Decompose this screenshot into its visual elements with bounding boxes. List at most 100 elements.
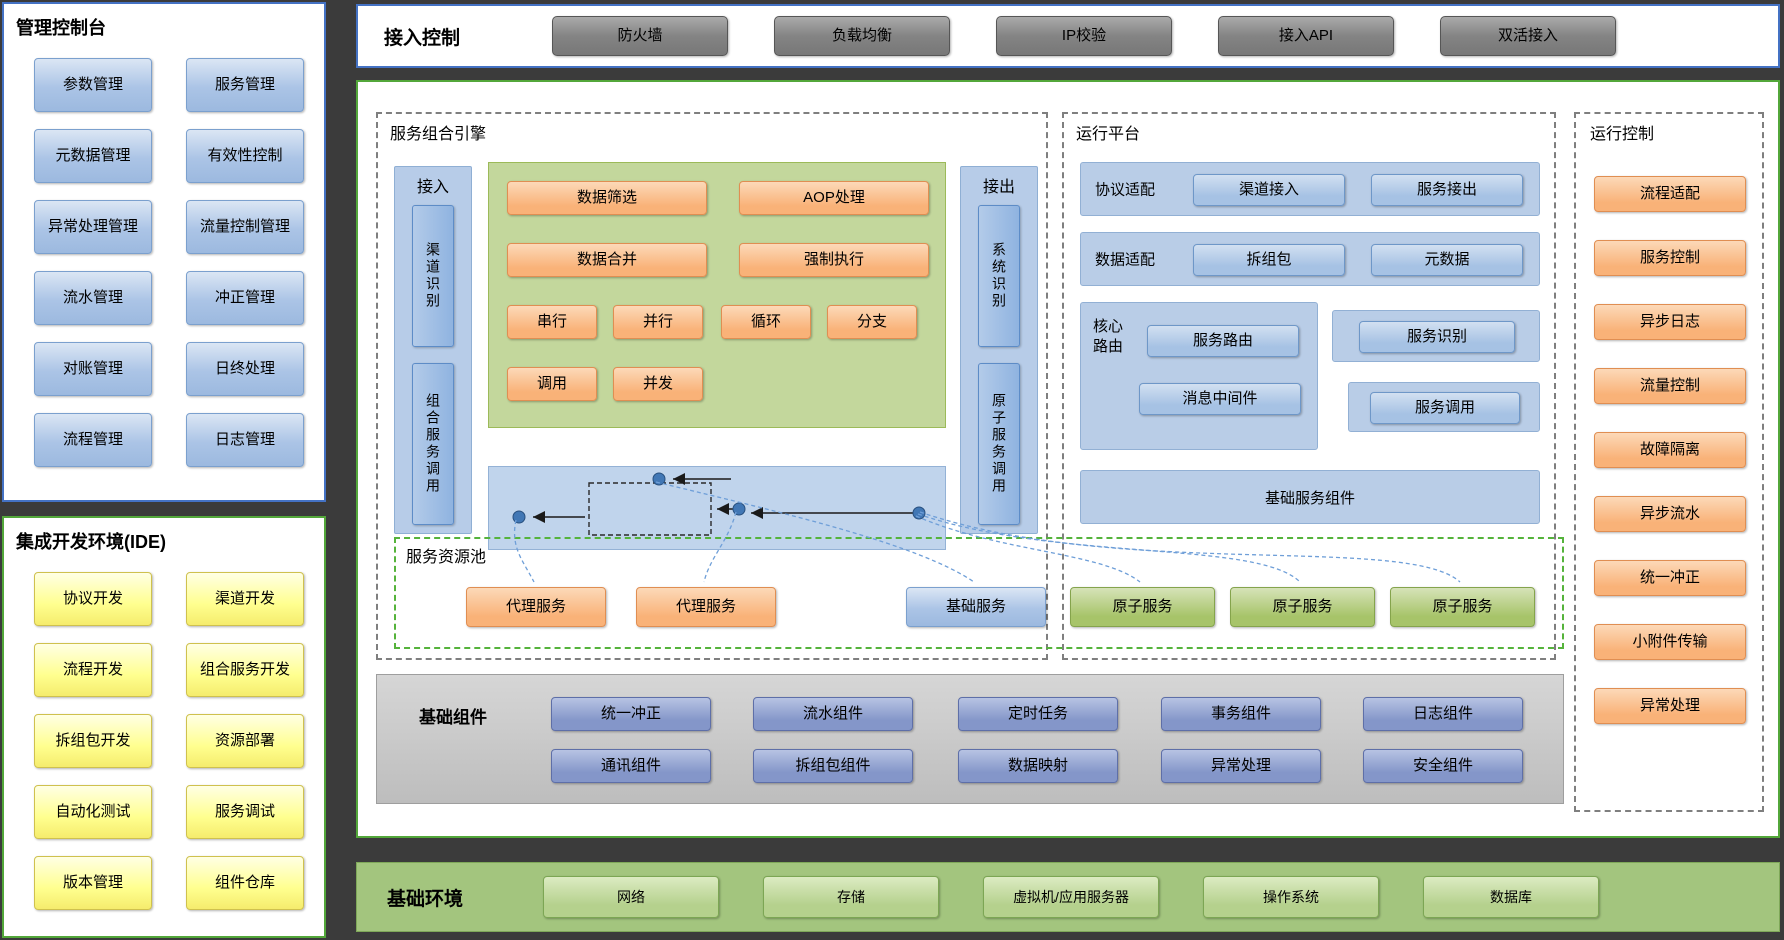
inlet-item[interactable]: 渠道识别: [412, 205, 454, 347]
runtime-control-button[interactable]: 流程适配: [1594, 176, 1746, 212]
component-button[interactable]: 异常处理: [1161, 749, 1321, 783]
console-button[interactable]: 异常处理管理: [34, 200, 152, 254]
engine-op-button[interactable]: 分支: [827, 305, 917, 339]
service-engine-title: 服务组合引擎: [390, 126, 487, 143]
engine-op-button[interactable]: 并发: [613, 367, 703, 401]
core-routing-label: 核心路由: [1093, 318, 1124, 356]
console-button[interactable]: 服务管理: [186, 58, 304, 112]
component-button[interactable]: 安全组件: [1363, 749, 1523, 783]
ide-button[interactable]: 版本管理: [34, 856, 152, 910]
component-button[interactable]: 通讯组件: [551, 749, 711, 783]
base-service-components[interactable]: 基础服务组件: [1080, 470, 1540, 524]
component-button[interactable]: 统一冲正: [551, 697, 711, 731]
runtime-control-button[interactable]: 异步日志: [1594, 304, 1746, 340]
runtime-control-button[interactable]: 服务控制: [1594, 240, 1746, 276]
platform-button[interactable]: 服务接出: [1371, 174, 1523, 206]
runtime-control-button[interactable]: 统一冲正: [1594, 560, 1746, 596]
engine-op-button[interactable]: 数据合并: [507, 243, 707, 277]
engine-op-button[interactable]: AOP处理: [739, 181, 929, 215]
engine-op-button[interactable]: 调用: [507, 367, 597, 401]
ide-button[interactable]: 拆组包开发: [34, 714, 152, 768]
console-button[interactable]: 冲正管理: [186, 271, 304, 325]
console-button[interactable]: 对账管理: [34, 342, 152, 396]
ide-button[interactable]: 流程开发: [34, 643, 152, 697]
access-control-button[interactable]: 负载均衡: [774, 16, 951, 56]
platform-button[interactable]: 服务路由: [1147, 325, 1299, 357]
runtime-control-button[interactable]: 流量控制: [1594, 368, 1746, 404]
engine-op-button[interactable]: 强制执行: [739, 243, 929, 277]
data-adapter-label: 数据适配: [1095, 251, 1156, 269]
ide-button[interactable]: 协议开发: [34, 572, 152, 626]
service-identify-box: 服务识别: [1332, 310, 1540, 362]
engine-inlet-column: 接入 渠道识别 组合服务调用: [394, 166, 472, 534]
console-button[interactable]: 流量控制管理: [186, 200, 304, 254]
environment-button[interactable]: 虚拟机/应用服务器: [983, 876, 1160, 918]
console-button[interactable]: 有效性控制: [186, 129, 304, 183]
console-button[interactable]: 流程管理: [34, 413, 152, 467]
component-button[interactable]: 日志组件: [1363, 697, 1523, 731]
atomic-service-button[interactable]: 原子服务: [1390, 587, 1535, 627]
environment-button[interactable]: 数据库: [1423, 876, 1600, 918]
console-button[interactable]: 流水管理: [34, 271, 152, 325]
component-button[interactable]: 定时任务: [958, 697, 1118, 731]
management-console-right-column: 服务管理 有效性控制 流量控制管理 冲正管理 日终处理 日志管理: [186, 58, 304, 467]
ide-panel: 集成开发环境(IDE) 协议开发 流程开发 拆组包开发 自动化测试 版本管理 渠…: [2, 516, 326, 938]
engine-op-button[interactable]: 并行: [613, 305, 703, 339]
outlet-item[interactable]: 系统识别: [978, 205, 1020, 347]
atomic-service-button[interactable]: 原子服务: [1070, 587, 1215, 627]
management-console-left-column: 参数管理 元数据管理 异常处理管理 流水管理 对账管理 流程管理: [34, 58, 152, 467]
engine-op-button[interactable]: 循环: [721, 305, 811, 339]
ide-button[interactable]: 自动化测试: [34, 785, 152, 839]
access-control-bar: 接入控制 防火墙 负载均衡 IP校验 接入API 双活接入: [356, 4, 1780, 68]
platform-button[interactable]: 元数据: [1371, 244, 1523, 276]
runtime-control-box: 运行控制 流程适配 服务控制 异步日志 流量控制 故障隔离 异步流水 统一冲正 …: [1574, 112, 1764, 812]
base-service-components-label: 基础服务组件: [1264, 489, 1355, 507]
environment-button[interactable]: 操作系统: [1203, 876, 1380, 918]
runtime-control-title: 运行控制: [1590, 126, 1655, 143]
access-control-button[interactable]: 防火墙: [552, 16, 729, 56]
proxy-service-button[interactable]: 代理服务: [466, 587, 606, 627]
runtime-control-button[interactable]: 异常处理: [1594, 688, 1746, 724]
inlet-item[interactable]: 组合服务调用: [412, 363, 454, 525]
proxy-service-button[interactable]: 代理服务: [636, 587, 776, 627]
component-button[interactable]: 拆组包组件: [753, 749, 913, 783]
inlet-label: 接入: [416, 179, 449, 196]
platform-button[interactable]: 服务识别: [1359, 321, 1515, 353]
platform-button[interactable]: 渠道接入: [1193, 174, 1345, 206]
engine-ops-box: 数据筛选 AOP处理 数据合并 强制执行 串行 并行 循环 分支 调用 并发: [488, 162, 946, 428]
console-button[interactable]: 元数据管理: [34, 129, 152, 183]
component-button[interactable]: 事务组件: [1161, 697, 1321, 731]
base-service-button[interactable]: 基础服务: [906, 587, 1046, 627]
engine-op-button[interactable]: 数据筛选: [507, 181, 707, 215]
atomic-service-button[interactable]: 原子服务: [1230, 587, 1375, 627]
core-routing-box: 核心路由 服务路由 消息中间件: [1080, 302, 1318, 450]
flow-node: [512, 510, 526, 524]
console-button[interactable]: 日志管理: [186, 413, 304, 467]
component-button[interactable]: 流水组件: [753, 697, 913, 731]
ide-button[interactable]: 渠道开发: [186, 572, 304, 626]
access-control-button[interactable]: 双活接入: [1440, 16, 1617, 56]
environment-button[interactable]: 存储: [763, 876, 940, 918]
platform-button[interactable]: 服务调用: [1370, 392, 1520, 424]
service-invoke-box: 服务调用: [1348, 382, 1540, 432]
ide-button[interactable]: 资源部署: [186, 714, 304, 768]
console-button[interactable]: 日终处理: [186, 342, 304, 396]
flow-node: [652, 472, 666, 486]
platform-button[interactable]: 消息中间件: [1139, 383, 1301, 415]
management-console-grid: 参数管理 元数据管理 异常处理管理 流水管理 对账管理 流程管理 服务管理 有效…: [4, 40, 324, 467]
engine-op-button[interactable]: 串行: [507, 305, 597, 339]
outlet-item[interactable]: 原子服务调用: [978, 363, 1020, 525]
access-control-button[interactable]: IP校验: [996, 16, 1173, 56]
ide-button[interactable]: 服务调试: [186, 785, 304, 839]
environment-button[interactable]: 网络: [543, 876, 720, 918]
ide-button[interactable]: 组合服务开发: [186, 643, 304, 697]
ide-button[interactable]: 组件仓库: [186, 856, 304, 910]
runtime-control-button[interactable]: 故障隔离: [1594, 432, 1746, 468]
access-control-button[interactable]: 接入API: [1218, 16, 1395, 56]
component-button[interactable]: 数据映射: [958, 749, 1118, 783]
runtime-control-button[interactable]: 异步流水: [1594, 496, 1746, 532]
console-button[interactable]: 参数管理: [34, 58, 152, 112]
platform-button[interactable]: 拆组包: [1193, 244, 1345, 276]
engine-outlet-column: 接出 系统识别 原子服务调用: [960, 166, 1038, 534]
runtime-control-button[interactable]: 小附件传输: [1594, 624, 1746, 660]
